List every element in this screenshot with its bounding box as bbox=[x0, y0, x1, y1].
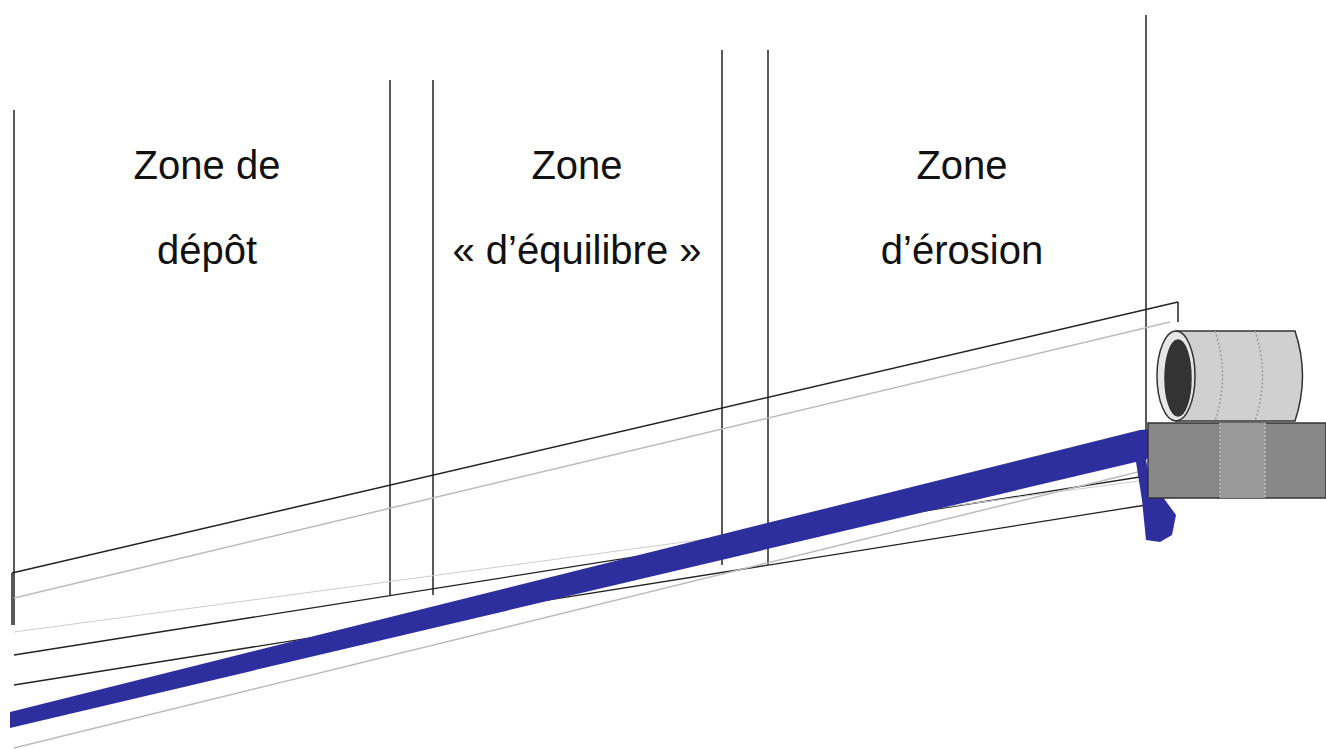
zone-label: Zone de dépôt bbox=[107, 123, 307, 293]
zone-label: Zone d’érosion bbox=[857, 123, 1067, 293]
line-spacer bbox=[437, 123, 527, 208]
water-band bbox=[10, 428, 1176, 728]
zone-text: Zone de dépôt bbox=[134, 143, 281, 272]
zone-text: Zone « d’équilibre » bbox=[452, 143, 701, 272]
line-spacer bbox=[627, 123, 717, 208]
culvert-slab bbox=[1148, 423, 1326, 498]
culvert-pipe bbox=[1157, 331, 1303, 421]
zone-text: Zone d’érosion bbox=[881, 143, 1043, 272]
zone-label: Zone « d’équilibre » bbox=[437, 123, 717, 293]
